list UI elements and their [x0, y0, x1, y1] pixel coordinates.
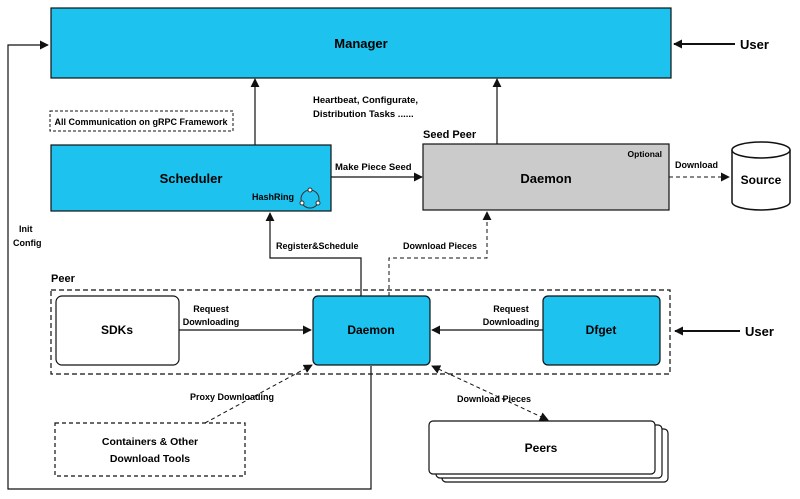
download-pieces-bottom-label: Download Pieces	[457, 394, 531, 404]
download-pieces-top-label: Download Pieces	[403, 241, 477, 251]
download-pieces-top-line	[388, 211, 492, 296]
scheduler-box	[50, 144, 332, 212]
peer-daemon-label: Daemon	[347, 323, 394, 337]
request-right-line1: Request	[493, 304, 529, 314]
user-top-label: User	[740, 37, 769, 52]
containers-line1: Containers & Other	[102, 436, 198, 448]
user-right-label: User	[745, 324, 774, 339]
heartbeat-line1: Heartbeat, Configurate,	[313, 95, 418, 106]
source-label: Source	[741, 173, 782, 187]
grpc-note-box	[49, 110, 234, 132]
proxy-downloading-arrow	[204, 364, 313, 424]
hashring-label: HashRing	[252, 192, 294, 202]
make-piece-seed-label: Make Piece Seed	[335, 162, 412, 173]
containers-box	[54, 422, 246, 477]
peers-stack	[428, 420, 669, 483]
dfget-label: Dfget	[586, 323, 617, 337]
download-label: Download	[675, 160, 718, 170]
heartbeat-line2: Distribution Tasks ......	[313, 109, 414, 120]
sdks-label: SDKs	[101, 323, 133, 337]
scheduler-label: Scheduler	[160, 171, 223, 186]
register-schedule-line	[265, 212, 362, 296]
peer-daemon-box	[312, 295, 431, 366]
init-config-line	[7, 40, 372, 490]
seed-peer-title: Seed Peer	[423, 129, 477, 141]
request-right-line2: Downloading	[483, 317, 540, 327]
peer-group-box	[50, 289, 671, 375]
request-left-line2: Downloading	[183, 317, 240, 327]
init-label: Init	[19, 224, 33, 234]
manager-label: Manager	[334, 36, 387, 51]
containers-line2: Download Tools	[110, 453, 190, 465]
peer-title: Peer	[51, 273, 76, 285]
config-label: Config	[13, 238, 42, 248]
peers-label: Peers	[525, 441, 558, 455]
optional-label: Optional	[628, 149, 662, 159]
download-pieces-bottom-arrow	[431, 365, 549, 421]
proxy-downloading-label: Proxy Downloading	[190, 392, 274, 402]
register-schedule-label: Register&Schedule	[276, 241, 359, 251]
source-cylinder	[731, 141, 791, 211]
manager-box	[50, 7, 672, 79]
hashring-icon	[299, 187, 321, 209]
grpc-note-label: All Communication on gRPC Framework	[54, 117, 228, 127]
request-left-line1: Request	[193, 304, 229, 314]
seed-daemon-box	[422, 143, 670, 211]
seed-daemon-label: Daemon	[520, 171, 571, 186]
